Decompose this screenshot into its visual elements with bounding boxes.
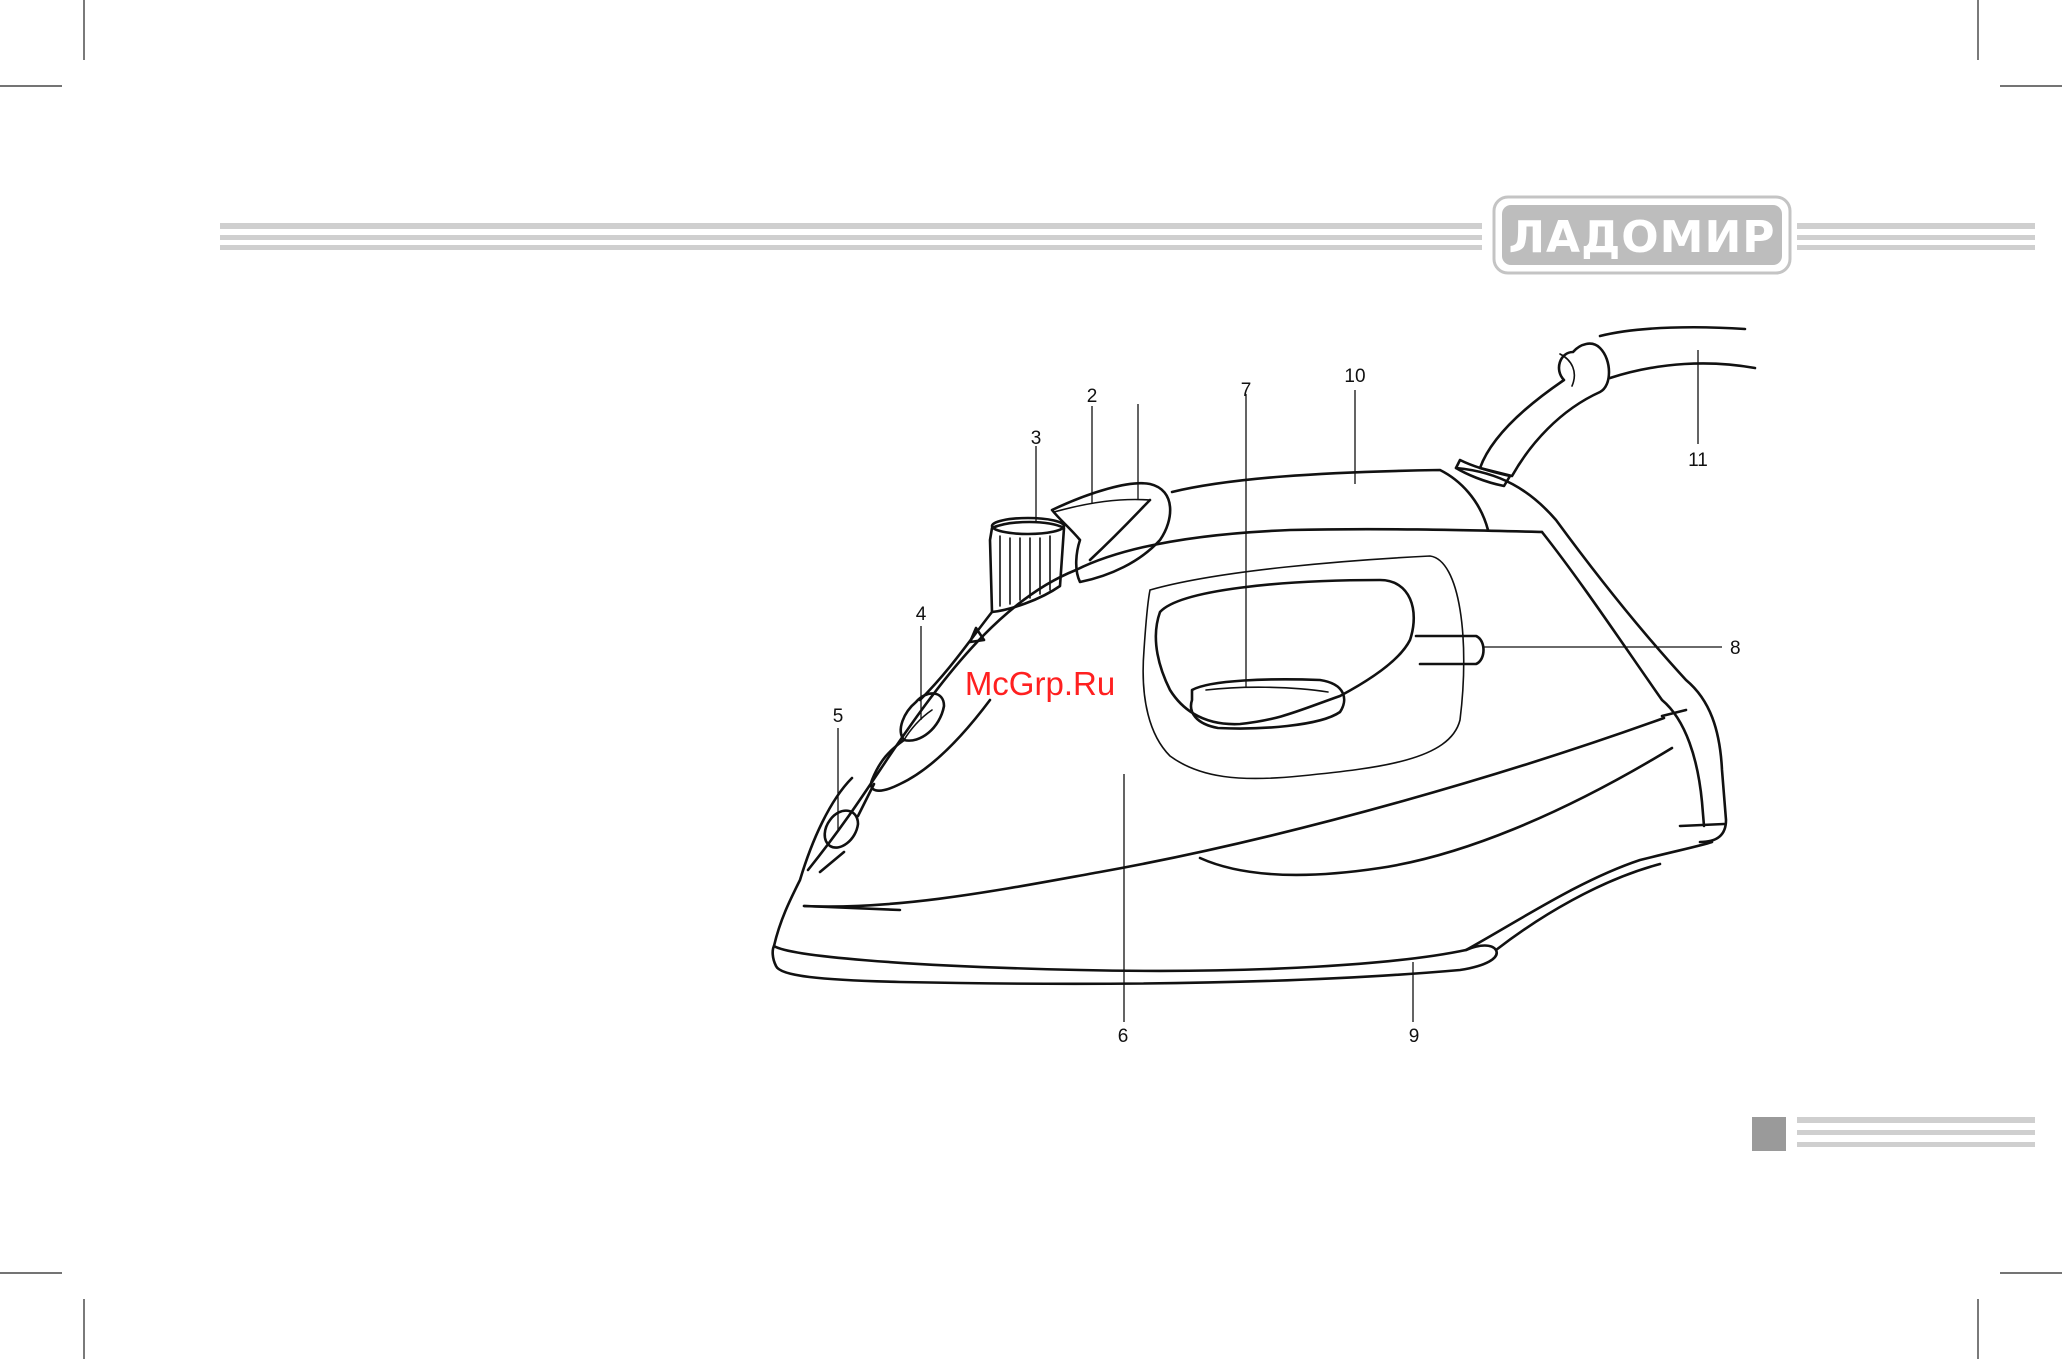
iron-illustration xyxy=(773,327,1755,984)
callout-7: 7 xyxy=(1241,380,1252,401)
iron-body-top xyxy=(1172,470,1488,530)
watermark-text: McGrp.Ru xyxy=(965,665,1115,702)
spray-button xyxy=(1052,483,1170,582)
callout-6: 6 xyxy=(1118,1026,1129,1047)
callout-9: 9 xyxy=(1409,1026,1420,1047)
iron-rear xyxy=(1456,468,1726,842)
power-cord xyxy=(1600,327,1745,336)
handle-grip xyxy=(1156,580,1414,724)
footer-marker xyxy=(1752,1117,2035,1151)
iron-front-shell xyxy=(808,570,1076,870)
callout-2: 2 xyxy=(1087,386,1098,407)
callout-11: 11 xyxy=(1688,450,1708,471)
soleplate xyxy=(773,946,1497,984)
brand-logo: ЛАДОМИР xyxy=(1494,197,1790,273)
indicator-lamp xyxy=(1416,636,1484,664)
callout-3: 3 xyxy=(1031,428,1042,449)
callout-4: 4 xyxy=(916,604,927,625)
callout-8: 8 xyxy=(1730,638,1741,659)
iron-shell-bottom xyxy=(804,718,1664,907)
cord-boot xyxy=(1480,344,1609,476)
page-number-square xyxy=(1752,1117,1786,1151)
callout-10: 10 xyxy=(1344,366,1365,387)
brand-logo-text: ЛАДОМИР xyxy=(1508,212,1775,263)
callouts: 2 3 4 5 6 7 8 9 10 11 xyxy=(833,366,1741,1047)
callout-5: 5 xyxy=(833,706,844,727)
